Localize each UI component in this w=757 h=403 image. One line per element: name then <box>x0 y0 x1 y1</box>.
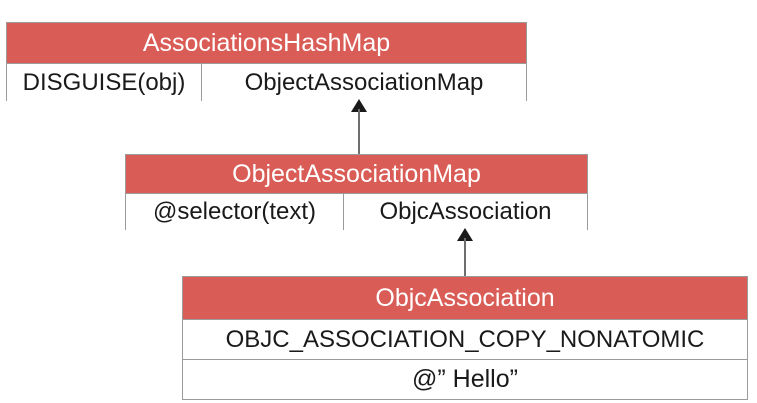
connector-line <box>358 109 360 156</box>
cell-value-object-association-map: ObjectAssociationMap <box>201 64 526 101</box>
cell-key-disguise: DISGUISE(obj) <box>7 64 201 101</box>
cell-value-objc-association: ObjcAssociation <box>343 194 587 230</box>
class-title-associations-hash-map: AssociationsHashMap <box>7 23 526 63</box>
table-row: DISGUISE(obj) ObjectAssociationMap <box>7 63 526 101</box>
connector-arrow-objc-to-map <box>456 228 474 278</box>
arrow-head-up-icon <box>351 99 367 112</box>
connector-line <box>464 238 466 278</box>
arrow-head-up-icon <box>457 228 473 241</box>
cell-value-hello-string: @” Hello” <box>183 360 747 399</box>
table-row: @” Hello” <box>183 359 747 399</box>
class-title-objc-association: ObjcAssociation <box>183 277 747 319</box>
class-box-object-association-map: ObjectAssociationMap @selector(text) Obj… <box>125 154 588 230</box>
class-title-object-association-map: ObjectAssociationMap <box>126 155 587 193</box>
table-row: OBJC_ASSOCIATION_COPY_NONATOMIC <box>183 319 747 359</box>
class-box-objc-association: ObjcAssociation OBJC_ASSOCIATION_COPY_NO… <box>182 276 748 400</box>
cell-key-selector-text: @selector(text) <box>126 194 343 230</box>
table-row: @selector(text) ObjcAssociation <box>126 193 587 230</box>
class-box-associations-hash-map: AssociationsHashMap DISGUISE(obj) Object… <box>6 22 527 101</box>
cell-value-association-policy: OBJC_ASSOCIATION_COPY_NONATOMIC <box>183 320 747 359</box>
connector-arrow-map-to-hashmap <box>350 99 368 156</box>
